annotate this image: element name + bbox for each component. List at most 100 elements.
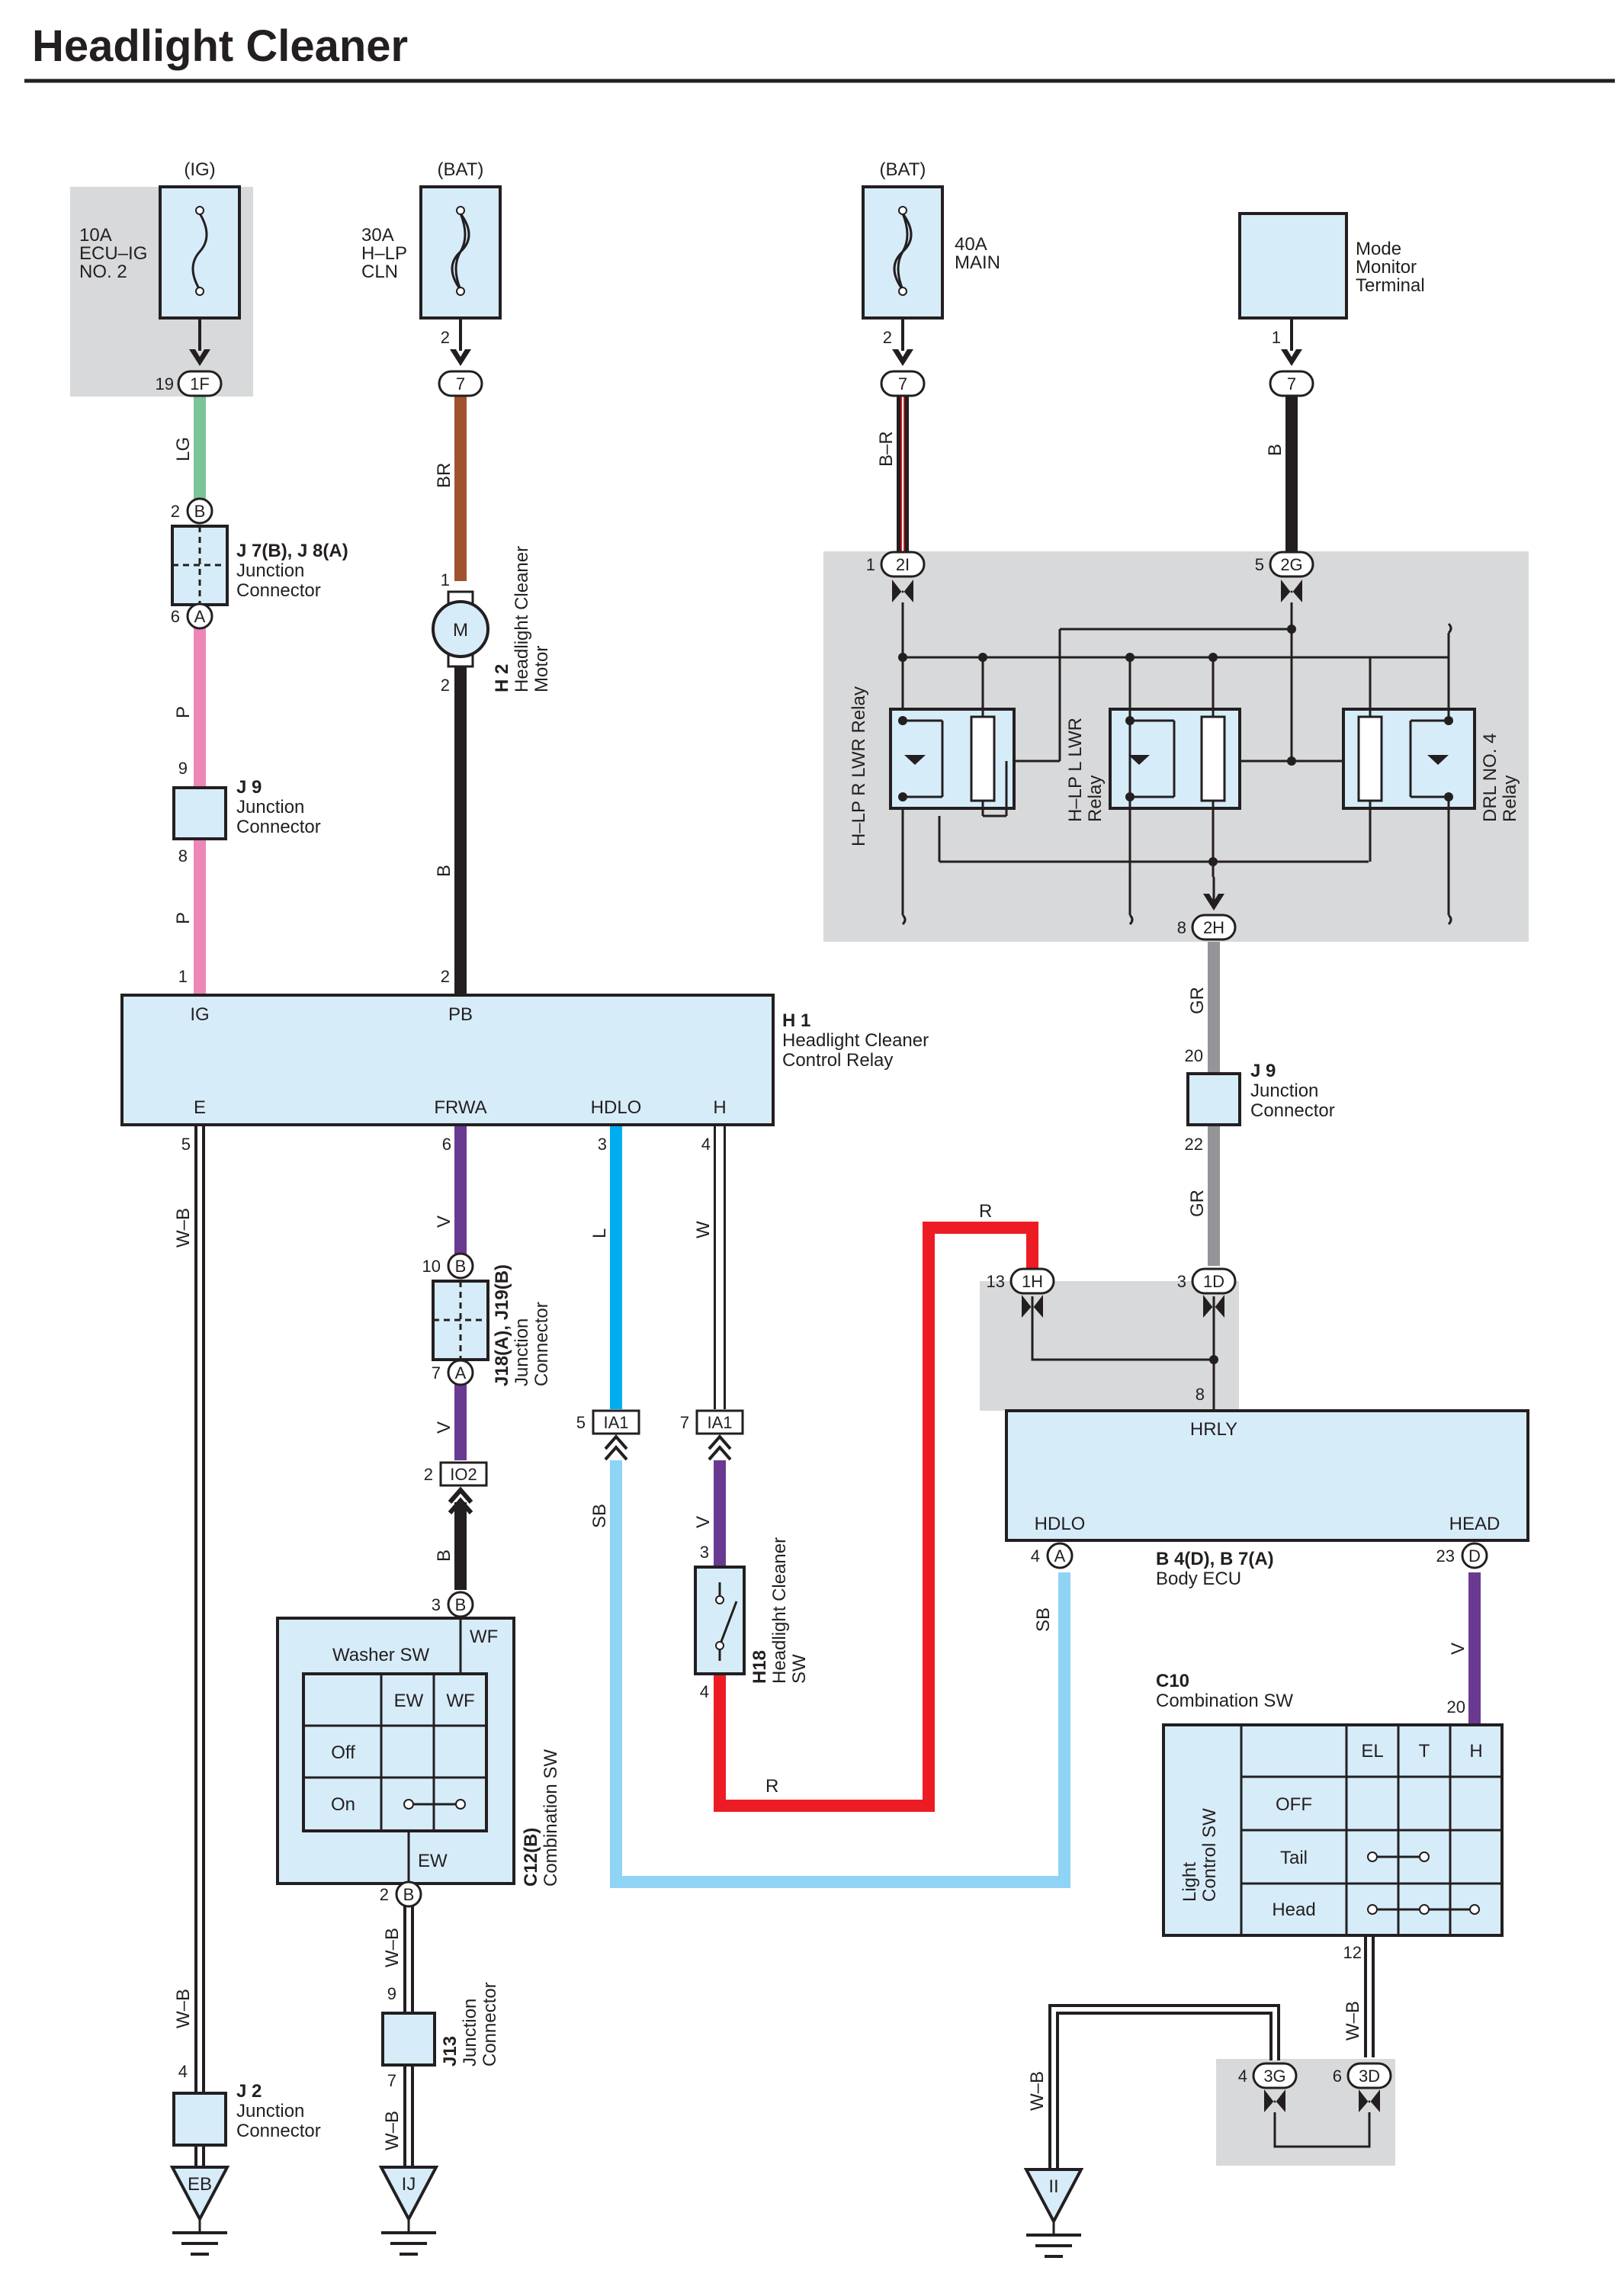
c10-side-line1: Light [1179, 1862, 1200, 1902]
washer-col-ew: EW [394, 1691, 424, 1711]
c10-col-el: EL [1361, 1741, 1383, 1762]
connector-7-b: 7 [898, 374, 907, 393]
h2-name2: Motor [531, 646, 552, 692]
wire-label-v-1: V [434, 1216, 454, 1228]
fuse-ecu-ig-line1: ECU–IG [79, 243, 147, 264]
h18-id: H18 [749, 1650, 770, 1684]
mode-monitor-line1: Mode [1356, 239, 1401, 259]
wire-sb-loop [610, 1460, 1070, 1888]
pin-5-a: 5 [181, 1135, 191, 1154]
pin-6-b: 6 [442, 1135, 451, 1154]
pin-7-c: 7 [387, 2071, 396, 2090]
ground-ii [1023, 2168, 1084, 2258]
pin-20-b: 20 [1447, 1697, 1465, 1717]
wire-1h-1d-bridge [1031, 1296, 1214, 1361]
j9-left-name2: Connector [236, 817, 321, 837]
washer-row-on: On [331, 1794, 355, 1815]
body-ecu-box [1005, 1409, 1529, 1542]
h1-term-pb: PB [448, 1004, 473, 1025]
junction-j7-j8 [171, 497, 229, 630]
h18-name2: SW [789, 1654, 810, 1684]
pin-6-c: 6 [1333, 2067, 1342, 2086]
h2-id: H 2 [492, 664, 512, 692]
wire-label-br: BR [434, 463, 454, 488]
relay-r2-line1: H–LP L LWR [1065, 718, 1086, 822]
wire-label-w: W [693, 1221, 714, 1238]
h1-term-h: H [713, 1097, 726, 1118]
connector-3g: 3G [1263, 2067, 1285, 2086]
pin-12: 12 [1343, 1943, 1362, 1962]
ground-eb [169, 2166, 230, 2256]
pin-4-d: 4 [178, 2062, 188, 2081]
connector-b-2: B [455, 1257, 467, 1276]
connector-arrows-top [189, 349, 1302, 366]
fuse-hlp-cln-line1: H–LP [361, 243, 407, 264]
pin-1-b: 1 [178, 967, 188, 986]
wire-label-sb-1: SB [589, 1504, 610, 1528]
j9-right-id: J 9 [1250, 1061, 1276, 1081]
j13-id: J13 [440, 2036, 461, 2067]
junction-j9-right [1186, 1072, 1241, 1126]
headlight-cleaner-switch [694, 1566, 746, 1675]
connector-d-ring [1461, 1542, 1488, 1569]
washer-row-off: Off [331, 1742, 355, 1763]
relay-junction-dots [898, 625, 1453, 866]
wire-label-r-2: R [765, 1776, 778, 1797]
connector-a-3: A [1054, 1546, 1066, 1566]
h2-name1: Headlight Cleaner [512, 546, 532, 692]
wire-label-w-b-4: W–B [382, 2111, 403, 2150]
h1-name2: Control Relay [782, 1050, 893, 1071]
washer-sw-ew: EW [418, 1851, 448, 1871]
pin-3-c: 3 [700, 1543, 709, 1562]
j2-id: J 2 [236, 2081, 262, 2102]
fuse-main-amp: 40A [955, 234, 987, 255]
mode-monitor-terminal [1238, 212, 1348, 351]
body-ecu-id: B 4(D), B 7(A) [1156, 1549, 1274, 1569]
relay-r2-line2: Relay [1085, 776, 1106, 822]
pin-4-b: 4 [700, 1682, 709, 1701]
j9-right-name1: Junction [1250, 1081, 1318, 1101]
pin-5-c: 5 [576, 1413, 586, 1432]
pin-4-a: 4 [701, 1135, 711, 1154]
c10-row-tail: Tail [1280, 1848, 1308, 1868]
pin-7-b: 7 [680, 1413, 689, 1432]
page-title: Headlight Cleaner [32, 21, 408, 71]
wire-label-v-2: V [434, 1421, 454, 1434]
light-control-switch-c10 [1162, 1723, 1504, 1937]
washer-sw-title: Washer SW [332, 1645, 429, 1665]
j13-name2: Connector [480, 1982, 500, 2067]
pin-2-f: 2 [424, 1465, 433, 1484]
c10-id: C10 [1156, 1671, 1189, 1691]
wires [194, 395, 1481, 2169]
relay-ground-tails [901, 622, 1452, 926]
wire-label-lg: LG [173, 437, 194, 461]
connector-a-3-ring [1046, 1542, 1074, 1569]
relay-r1-label: H–LP R LWR Relay [849, 686, 869, 846]
wire-label-v-4: V [1448, 1643, 1468, 1655]
wire-label-b-2: B [1265, 444, 1285, 456]
pin-6-a: 6 [171, 607, 180, 626]
wire-label-b-3: B [434, 1550, 454, 1562]
connector-3d: 3D [1359, 2067, 1380, 2086]
pin-3-d: 3 [1177, 1272, 1186, 1291]
ground-ij [378, 2166, 439, 2256]
wire-label-w-b-1: W–B [173, 1208, 194, 1248]
connector-1h: 1H [1022, 1272, 1043, 1291]
pin-5-b: 5 [1255, 555, 1264, 574]
j18-j19-name2: Connector [531, 1302, 552, 1386]
pin-8-b: 8 [1177, 918, 1186, 937]
j7-j8-name1: Junction [236, 560, 304, 581]
wire-label-sb-2: SB [1033, 1607, 1054, 1632]
c10-row-off: OFF [1276, 1794, 1312, 1815]
source-ig-label: (IG) [184, 159, 215, 180]
relay-2h-connector [1191, 877, 1237, 941]
pin-20-a: 20 [1185, 1046, 1203, 1065]
wire-label-l: L [589, 1228, 610, 1238]
wire-label-w-b-3: W–B [382, 1928, 403, 1967]
h1-term-e: E [194, 1097, 206, 1118]
connector-7-a: 7 [456, 374, 465, 393]
c10-col-t: T [1419, 1741, 1430, 1762]
wire-label-r-1: R [979, 1201, 992, 1222]
connector-3g-3d [1252, 2062, 1392, 2112]
